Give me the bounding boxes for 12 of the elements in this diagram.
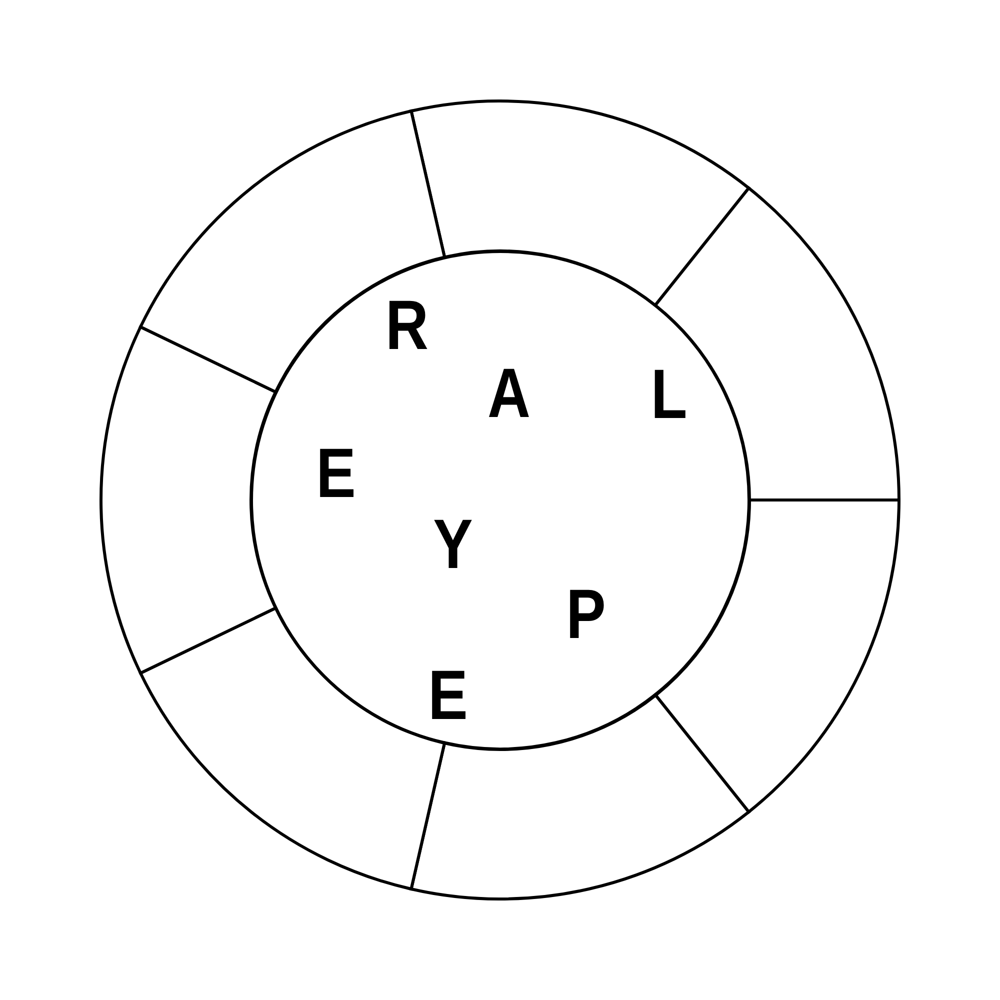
puzzle-letter: E — [316, 446, 356, 500]
puzzle-letter: L — [650, 367, 688, 421]
puzzle-letter: A — [488, 366, 530, 420]
answer-box — [139, 110, 446, 394]
answer-box — [100, 325, 278, 675]
puzzle-letter: P — [566, 587, 606, 641]
puzzle-letter: R — [386, 298, 428, 352]
answer-box — [654, 186, 900, 502]
answer-box — [654, 498, 900, 814]
puzzle-letter: E — [428, 668, 468, 722]
puzzle-letter: Y — [433, 517, 473, 571]
letter-circle — [250, 250, 750, 750]
